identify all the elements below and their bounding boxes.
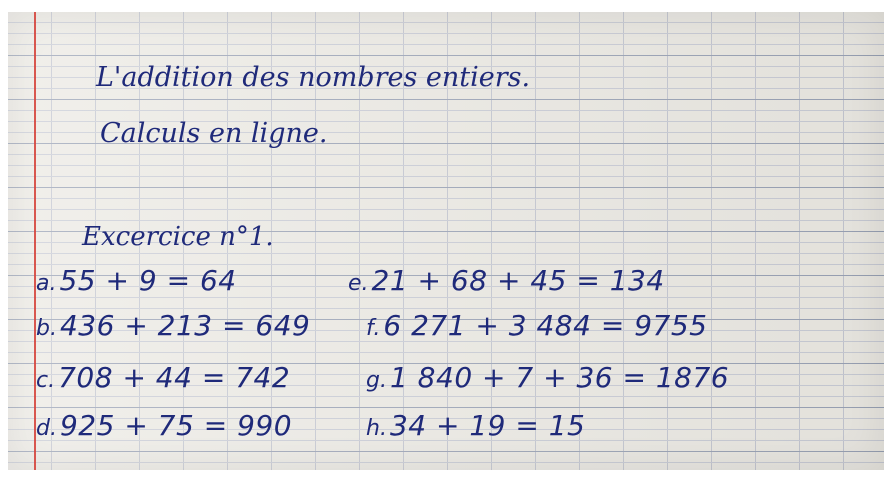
calculation-expression: 34 + 19 = 15 <box>389 409 586 442</box>
calculation-c: c.708 + 44 = 742 <box>36 364 290 392</box>
calculation-expression: 925 + 75 = 990 <box>59 409 293 442</box>
calculation-expression: 6 271 + 3 484 = 9755 <box>383 309 708 342</box>
calculation-expression: 1 840 + 7 + 36 = 1876 <box>389 361 730 394</box>
red-margin-line <box>34 12 36 470</box>
calculation-h: h.34 + 19 = 15 <box>366 412 585 440</box>
calculation-label: c. <box>36 368 56 393</box>
calculation-label: d. <box>36 416 57 441</box>
lesson-subtitle: Calculs en ligne. <box>100 118 328 149</box>
calculation-d: d.925 + 75 = 990 <box>36 412 292 440</box>
calculation-g: g.1 840 + 7 + 36 = 1876 <box>366 364 729 392</box>
calculation-expression: 55 + 9 = 64 <box>59 264 237 297</box>
calculation-label: g. <box>366 368 387 393</box>
calculation-expression: 436 + 213 = 649 <box>59 309 311 342</box>
calculation-b: b.436 + 213 = 649 <box>36 312 310 340</box>
calculation-label: a. <box>36 271 57 296</box>
calculation-a: a.55 + 9 = 64 <box>36 267 237 295</box>
exercise-heading: Excercice n°1. <box>82 222 274 252</box>
calculation-label: b. <box>36 316 57 341</box>
calculation-e: e.21 + 68 + 45 = 134 <box>348 267 665 295</box>
calculation-expression: 708 + 44 = 742 <box>58 361 291 394</box>
notebook-page: L'addition des nombres entiers. Calculs … <box>8 12 884 470</box>
calculation-label: f. <box>366 316 381 341</box>
calculation-label: h. <box>366 416 387 441</box>
calculation-expression: 21 + 68 + 45 = 134 <box>371 264 665 297</box>
lesson-title: L'addition des nombres entiers. <box>96 62 531 93</box>
calculation-label: e. <box>348 271 369 296</box>
calculation-f: f.6 271 + 3 484 = 9755 <box>366 312 707 340</box>
